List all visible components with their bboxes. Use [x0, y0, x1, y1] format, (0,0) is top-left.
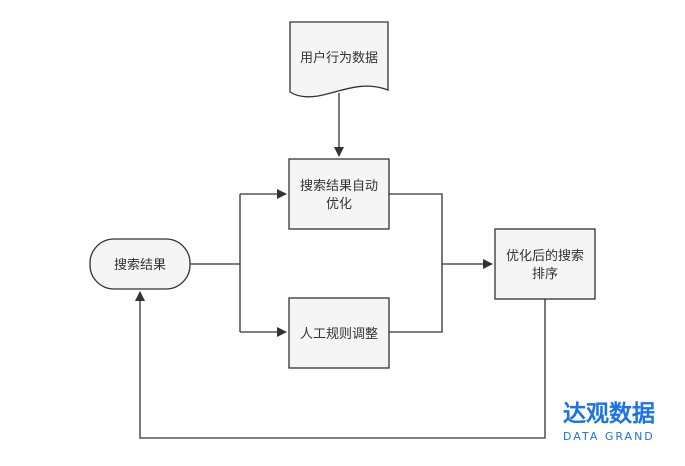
arrow-feedback-loop — [135, 291, 546, 439]
auto-optimize-node[interactable]: 搜索结果自动 优化 — [288, 158, 390, 230]
datagrand-logo: 达观数据 DATA GRAND — [563, 401, 655, 443]
search-results-label: 搜索结果 — [114, 258, 166, 273]
user-behavior-data-node[interactable]: 用户行为数据 — [289, 21, 389, 98]
logo-chinese: 达观数据 — [563, 401, 655, 427]
auto-optimize-label-line2: 优化 — [326, 197, 352, 212]
manual-adjust-node[interactable]: 人工规则调整 — [288, 297, 390, 369]
optimized-ranking-label-line2: 排序 — [532, 267, 558, 282]
manual-adjust-label: 人工规则调整 — [300, 327, 378, 342]
logo-english: DATA GRAND — [563, 430, 655, 443]
auto-optimize-label-line1: 搜索结果自动 — [300, 179, 378, 194]
optimized-ranking-label-line1: 优化后的搜索 — [506, 248, 584, 264]
search-results-node[interactable]: 搜索结果 — [89, 238, 191, 290]
connector-merge — [389, 193, 443, 333]
user-behavior-data-label: 用户行为数据 — [300, 50, 378, 66]
optimized-ranking-node[interactable]: 优化后的搜索 排序 — [494, 228, 596, 300]
